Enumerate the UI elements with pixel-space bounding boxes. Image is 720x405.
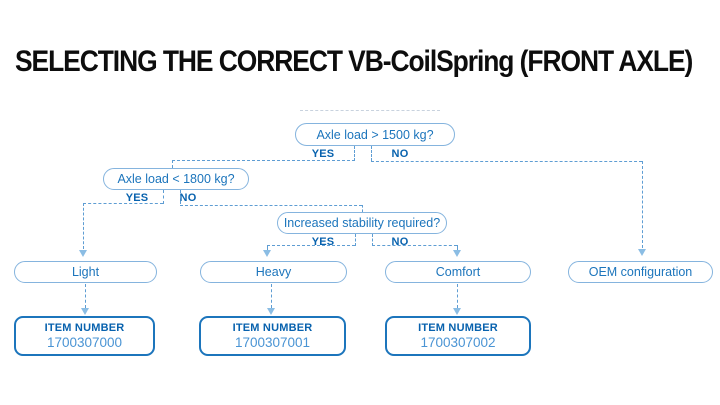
decision3-no-label: NO [391, 236, 409, 248]
item-number-heading: ITEM NUMBER [44, 322, 125, 334]
connector-heavy-drop [267, 245, 268, 250]
result-oem-configuration: OEM configuration [568, 261, 713, 283]
item-number-value: 1700307001 [234, 335, 311, 350]
connector-d3-no-tail [372, 234, 373, 246]
connector-d3-yes-horizontal [267, 245, 355, 246]
connector-d1-yes-drop [172, 160, 173, 168]
decision-increased-stability: Increased stability required? [277, 212, 447, 234]
item-number-heading: ITEM NUMBER [232, 322, 313, 334]
item-number-value: 1700307002 [420, 335, 496, 350]
connector-d2-yes-tail [163, 190, 164, 204]
connector-d1-yes-horizontal [172, 160, 355, 161]
connector-light-drop [83, 203, 84, 249]
connector-oem-drop [642, 161, 643, 248]
decision2-yes-label: YES [125, 192, 149, 204]
connector-d1-yes-tail [354, 146, 355, 161]
arrow-light [79, 250, 87, 257]
arrow-oem [638, 249, 646, 256]
connector-d1-no-horizontal [371, 161, 642, 162]
decision-question: Axle load < 1800 kg? [117, 172, 235, 186]
decision-question: Increased stability required? [283, 216, 441, 230]
item-number-box-3: ITEM NUMBER 1700307002 [385, 316, 531, 356]
connector-d3-yes-tail [355, 234, 356, 246]
connector-heavy-item-drop [271, 284, 272, 308]
arrow-comfort [453, 250, 461, 257]
result-label: OEM configuration [588, 265, 693, 279]
item-number-value: 1700307000 [46, 335, 123, 350]
connector-d1-no-tail [371, 146, 372, 161]
item-number-box-1: ITEM NUMBER 1700307000 [14, 316, 155, 356]
result-light: Light [14, 261, 157, 283]
result-comfort: Comfort [385, 261, 531, 283]
faint-dashed-line [300, 110, 440, 111]
connector-d3-in-drop [362, 205, 363, 212]
decision2-no-label: NO [179, 192, 197, 204]
decision3-yes-label: YES [311, 236, 335, 248]
decision-axle-load-1500: Axle load > 1500 kg? [295, 123, 455, 146]
connector-d2-no-horizontal [180, 205, 362, 206]
connector-comfort-drop [457, 245, 458, 250]
item-number-box-2: ITEM NUMBER 1700307001 [199, 316, 346, 356]
decision-axle-load-1800: Axle load < 1800 kg? [103, 168, 249, 190]
result-label: Light [71, 265, 100, 279]
arrow-item-3 [453, 308, 461, 315]
arrow-heavy [263, 250, 271, 257]
result-heavy: Heavy [200, 261, 347, 283]
decision1-yes-label: YES [311, 148, 335, 160]
connector-comfort-item-drop [457, 284, 458, 308]
result-label: Heavy [255, 265, 292, 279]
decision1-no-label: NO [391, 148, 409, 160]
connector-d3-no-horizontal [372, 245, 457, 246]
result-label: Comfort [435, 265, 481, 279]
page-title: SELECTING THE CORRECT VB-CoilSpring (FRO… [15, 45, 693, 78]
arrow-item-1 [81, 308, 89, 315]
arrow-item-2 [267, 308, 275, 315]
item-number-heading: ITEM NUMBER [418, 322, 498, 334]
connector-d2-yes-horizontal [83, 203, 163, 204]
connector-d2-no-tail [180, 190, 181, 204]
connector-light-item-drop [85, 284, 86, 308]
decision-question: Axle load > 1500 kg? [316, 127, 434, 142]
